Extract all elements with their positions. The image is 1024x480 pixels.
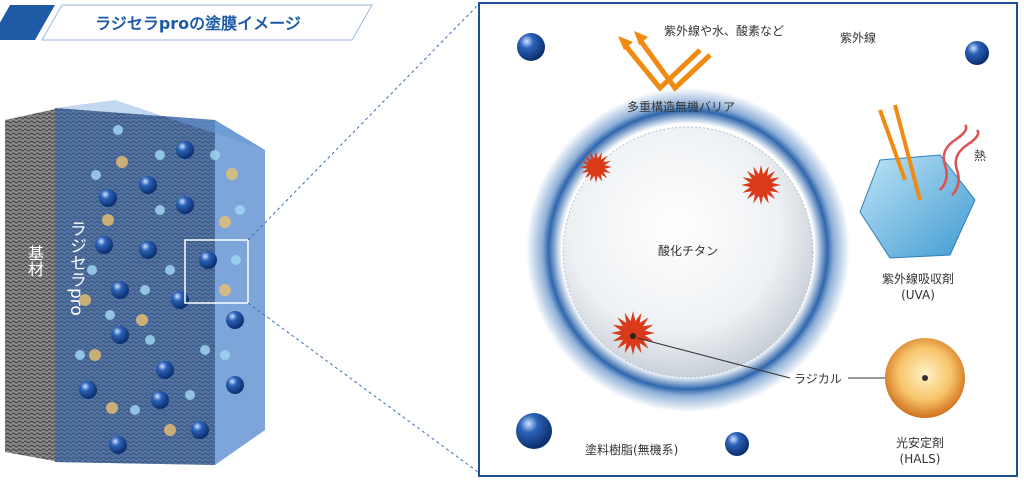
uva-particle — [155, 205, 165, 215]
zoom-panel: 多重構造無機バリア 酸化チタン 紫外線や水、酸素など ラジカル 紫外線 熱 紫外… — [478, 2, 1018, 477]
resin-particle — [176, 141, 194, 159]
resin-particle — [79, 381, 97, 399]
resin-particle — [109, 436, 127, 454]
uv-water-oxygen-label: 紫外線や水、酸素など — [664, 23, 784, 38]
uva-particle — [105, 310, 115, 320]
uva-particle — [210, 150, 220, 160]
uva-particle — [113, 125, 123, 135]
hals-particle — [79, 294, 91, 306]
resin-particle — [176, 196, 194, 214]
uva-particle — [231, 255, 241, 265]
uva-particle — [220, 350, 230, 360]
resin-label: 塗料樹脂(無機系) — [585, 442, 678, 457]
hals-particle — [219, 284, 231, 296]
hals-name: 光安定剤 — [896, 435, 944, 450]
hals-particle — [106, 402, 118, 414]
substrate — [5, 108, 60, 462]
uva-particle — [140, 285, 150, 295]
resin-particle — [156, 361, 174, 379]
uva-particle — [155, 150, 165, 160]
page-title: ラジセラproの塗膜イメージ — [95, 14, 301, 33]
uva-particle — [145, 335, 155, 345]
uva-particle — [75, 350, 85, 360]
resin-particle — [226, 311, 244, 329]
uva-particle — [165, 265, 175, 275]
uva-particle — [130, 405, 140, 415]
hals-particle — [89, 349, 101, 361]
zoom-box — [184, 239, 249, 304]
uva-particle — [185, 390, 195, 400]
title-banner: ラジセラproの塗膜イメージ — [0, 4, 373, 41]
heat-label: 熱 — [974, 149, 986, 163]
reflected-arrows-icon — [623, 38, 712, 92]
hals-abbr: (HALS) — [900, 452, 941, 466]
barrier-label: 多重構造無機バリア — [627, 99, 735, 114]
uva-abbr: (UVA) — [901, 288, 935, 302]
resin-particle — [151, 391, 169, 409]
hals-particle — [102, 214, 114, 226]
radical-label: ラジカル — [794, 372, 842, 386]
uva-name: 紫外線吸収剤 — [882, 271, 954, 286]
uva-particle — [87, 265, 97, 275]
uv-label: 紫外線 — [840, 30, 876, 45]
radical-icon — [580, 151, 612, 183]
heat-icon — [939, 124, 980, 196]
hals-particle — [136, 314, 148, 326]
resin-particle — [139, 176, 157, 194]
uva-particle — [200, 345, 210, 355]
resin-particle — [99, 189, 117, 207]
titanium-oxide-label: 酸化チタン — [658, 243, 718, 258]
radical-icon — [741, 165, 781, 205]
resin-particle — [199, 251, 217, 269]
hals-particle — [164, 424, 176, 436]
particles — [75, 125, 245, 454]
coating-label: ラジセラpro — [66, 220, 86, 316]
resin-particle — [171, 291, 189, 309]
hals-particle — [226, 168, 238, 180]
resin-particle — [191, 421, 209, 439]
resin-particle — [226, 376, 244, 394]
uv-arrows-icon — [878, 104, 922, 201]
uva-particle — [235, 205, 245, 215]
resin-particle — [111, 326, 129, 344]
coating-block: 基材 ラジセラpro — [5, 4, 479, 473]
hals-particle — [219, 216, 231, 228]
hals-particle — [116, 156, 128, 168]
uva-particle — [91, 170, 101, 180]
resin-particle — [139, 241, 157, 259]
resin-particle — [95, 236, 113, 254]
resin-particle — [111, 281, 129, 299]
